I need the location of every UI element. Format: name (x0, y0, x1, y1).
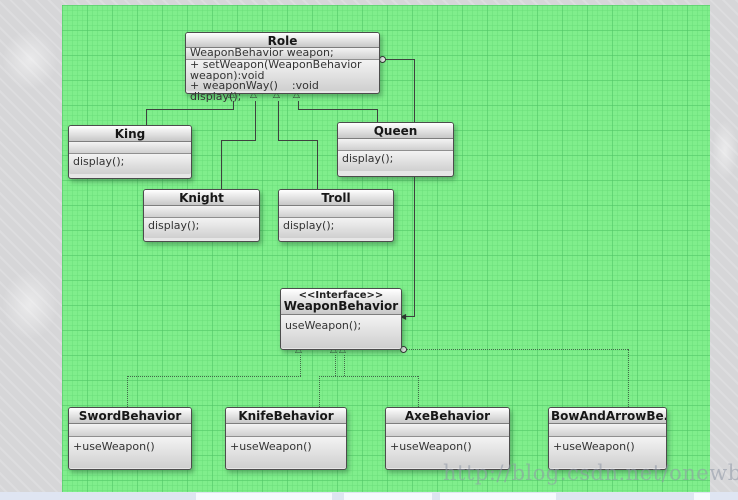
edge-queen-role (377, 109, 378, 122)
class-title: <<Interface>> WeaponBehavior (281, 289, 401, 315)
method-line: display(); (190, 89, 242, 103)
edge-troll-role (278, 101, 279, 140)
class-methods: +useWeapon() (69, 437, 191, 468)
class-methods: display(); (69, 154, 191, 174)
class-title: BowAndArrowBe... (549, 408, 666, 424)
stereotype-label: <<Interface>> (298, 290, 384, 301)
method-line: display(); (342, 152, 394, 165)
edge-troll-role (278, 140, 317, 141)
class-knight[interactable]: Knight display(); (143, 189, 260, 242)
left-watermark-ghost (2, 30, 58, 90)
left-watermark-ghost (2, 270, 58, 340)
class-methods: useWeapon(); (281, 315, 401, 348)
class-attributes (386, 424, 509, 437)
edge-troll-role (317, 140, 318, 189)
edge-sword-weaponbehavior (127, 376, 128, 407)
class-attributes (144, 206, 259, 218)
edge-queen-role (298, 109, 377, 110)
class-swordbehavior[interactable]: SwordBehavior +useWeapon() (68, 407, 192, 470)
class-methods: display(); (279, 218, 393, 238)
class-title: Role (186, 33, 379, 48)
class-king[interactable]: King display(); (68, 125, 192, 179)
edge-role-weaponbehavior (386, 59, 414, 60)
diagram-canvas[interactable]: △ △ △ △ ◀ △ △ △ Role WeaponBehavior weap… (62, 5, 710, 492)
class-methods: +useWeapon() (386, 437, 509, 468)
class-methods: display(); (338, 151, 453, 171)
class-methods: +useWeapon() (226, 437, 346, 468)
method-line: +useWeapon() (553, 440, 635, 453)
edge-queen-role (298, 101, 299, 109)
class-title: Troll (279, 190, 393, 206)
edge-bow-weaponbehavior (407, 349, 628, 350)
class-knifebehavior[interactable]: KnifeBehavior +useWeapon() (225, 407, 347, 470)
edge-knight-role (221, 140, 222, 189)
edge-sword-weaponbehavior (127, 376, 301, 377)
class-title: SwordBehavior (69, 408, 191, 424)
class-attributes (549, 424, 666, 437)
class-methods: display(); (144, 218, 259, 238)
edge-role-weaponbehavior (414, 59, 415, 316)
aggregation-circle (379, 56, 386, 63)
class-attributes (69, 424, 191, 437)
generalization-arrow-icon: △ (293, 90, 300, 100)
method-line: +useWeapon() (73, 440, 155, 453)
class-methods: + setWeapon(WeaponBehavior weapon):void … (186, 58, 379, 101)
method-line: useWeapon(); (285, 319, 362, 332)
class-troll[interactable]: Troll display(); (278, 189, 394, 242)
edge-knife-weaponbehavior (335, 355, 336, 376)
association-arrow-icon: ◀ (400, 312, 407, 321)
class-methods: +useWeapon() (549, 437, 666, 468)
edge-role-weaponbehavior (406, 316, 415, 317)
bottom-strip-segment (694, 493, 710, 500)
method-line: + weaponWay() :void (190, 79, 319, 92)
right-watermark-ghost (712, 120, 738, 180)
bottom-strip-segment (344, 493, 432, 500)
class-attributes (226, 424, 346, 437)
edge-sword-weaponbehavior (300, 355, 301, 376)
edge-king-role (146, 109, 234, 110)
method-line: + setWeapon(WeaponBehavior weapon):void (190, 58, 366, 82)
class-title: Knight (144, 190, 259, 206)
edge-axe-weaponbehavior (418, 376, 419, 407)
generalization-arrow-icon: △ (228, 90, 235, 100)
interface-weaponbehavior[interactable]: <<Interface>> WeaponBehavior useWeapon()… (280, 288, 402, 350)
edge-king-role (233, 101, 234, 109)
edge-axe-weaponbehavior (344, 355, 345, 376)
class-title: Queen (338, 123, 453, 139)
method-line: display(); (283, 219, 335, 232)
class-attributes (338, 139, 453, 151)
class-attributes (279, 206, 393, 218)
realization-arrow-icon: △ (339, 345, 346, 355)
method-line: display(); (73, 155, 125, 168)
generalization-arrow-icon: △ (250, 90, 257, 100)
edge-knife-weaponbehavior (319, 376, 418, 377)
method-line: display(); (148, 219, 200, 232)
bottom-strip (0, 492, 738, 500)
class-attributes (69, 142, 191, 154)
realization-arrow-icon: △ (295, 345, 302, 355)
class-attributes: WeaponBehavior weapon; (186, 46, 379, 60)
edge-knight-role (221, 140, 256, 141)
class-role[interactable]: Role WeaponBehavior weapon; + setWeapon(… (185, 32, 380, 101)
method-line: +useWeapon() (390, 440, 472, 453)
class-queen[interactable]: Queen display(); (337, 122, 454, 177)
bottom-strip-segment (196, 493, 332, 500)
realization-arrow-icon: △ (330, 345, 337, 355)
class-title: AxeBehavior (386, 408, 509, 424)
edge-bow-weaponbehavior (628, 349, 629, 407)
class-title: KnifeBehavior (226, 408, 346, 424)
interface-name: WeaponBehavior (283, 299, 399, 313)
class-title: King (69, 126, 191, 142)
edge-king-role (146, 109, 147, 125)
generalization-arrow-icon: △ (273, 90, 280, 100)
csdn-watermark: http://blog.csdn.net/onewby (443, 461, 738, 485)
edge-knight-role (255, 101, 256, 140)
bottom-strip-segment (440, 493, 556, 500)
edge-knife-weaponbehavior (319, 376, 320, 407)
class-axebehavior[interactable]: AxeBehavior +useWeapon() (385, 407, 510, 470)
class-bowandarrowbehavior[interactable]: BowAndArrowBe... +useWeapon() (548, 407, 667, 470)
method-line: +useWeapon() (230, 440, 312, 453)
attribute-line: WeaponBehavior weapon; (190, 46, 334, 59)
